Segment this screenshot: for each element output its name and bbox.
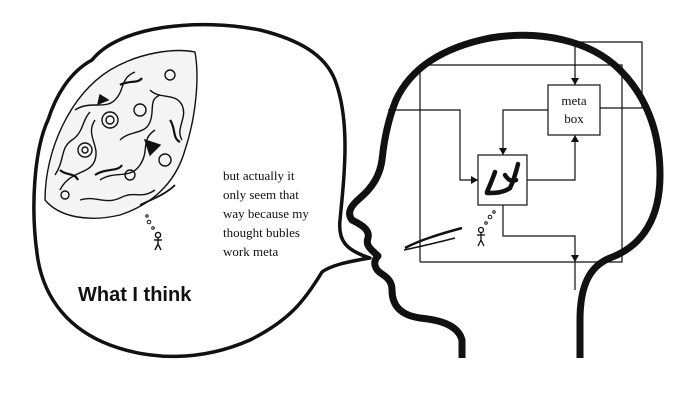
head-thought-dots-icon bbox=[484, 210, 496, 225]
caption-what-i-think: What I think bbox=[78, 284, 192, 306]
meta-box bbox=[547, 84, 601, 136]
doodle-brain-icon bbox=[44, 49, 198, 219]
meta-diagram bbox=[388, 41, 643, 290]
bubble-line: thought bubles bbox=[223, 225, 300, 240]
doodle-scribble-icon bbox=[484, 161, 521, 196]
bubble-text: but actually it only seem that way becau… bbox=[223, 166, 341, 261]
stick-figure-icon bbox=[154, 231, 162, 251]
meta-box-line2: box bbox=[564, 111, 584, 126]
bubble-line: only seem that bbox=[223, 187, 299, 202]
bubble-line: work meta bbox=[223, 244, 279, 259]
meta-box-label: meta box bbox=[548, 92, 600, 128]
head-stick-figure-icon bbox=[477, 226, 485, 247]
thought-dots-icon bbox=[145, 214, 155, 230]
head-silhouette bbox=[346, 31, 664, 358]
speech-stroke bbox=[404, 226, 463, 250]
bubble-line: way because my bbox=[223, 206, 309, 221]
bubble-line: but actually it bbox=[223, 168, 295, 183]
meta-box-line1: meta bbox=[561, 93, 587, 108]
diagram-arrows bbox=[471, 78, 579, 262]
